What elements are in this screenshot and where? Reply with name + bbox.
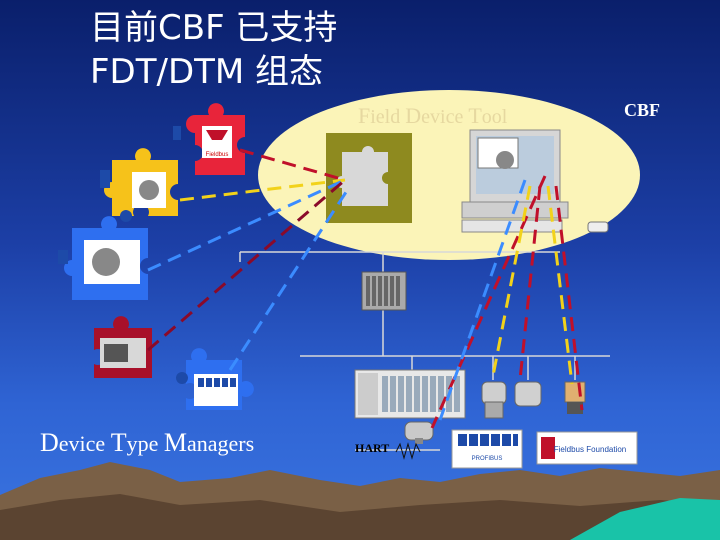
dtm-puzzle-yellow (100, 148, 178, 222)
hart-signal-icon (395, 442, 421, 460)
transmitter-2 (481, 381, 507, 419)
network-bus (239, 251, 610, 451)
dcs-controller (361, 271, 407, 311)
title-line-1: 目前CBF 已支持 (90, 8, 338, 48)
fdt-frame-puzzle (326, 133, 412, 223)
profibus-badge-text: PROFIBUS (472, 456, 503, 462)
device-type-managers-label: Device Type Managers (40, 428, 255, 457)
fieldbus-foundation-badge-text: Fieldbus Foundation (554, 445, 627, 454)
profibus-badge: PROFIBUS (451, 429, 523, 469)
transmitter-1 (404, 421, 434, 444)
transmitter-3 (514, 381, 542, 407)
plc-rack (354, 369, 466, 419)
dtm-puzzle-fieldbus: Fieldbus (173, 103, 245, 175)
cbf-label: CBF (624, 100, 660, 120)
dtm-puzzle-profibus (176, 348, 254, 410)
mountain-scenery (0, 462, 720, 540)
pc-workstation (461, 129, 609, 233)
field-device-tool-label: Field Device Tool (358, 103, 508, 128)
title-line-2: FDT/DTM 组态 (90, 52, 324, 92)
fieldbus-foundation-badge: Fieldbus Foundation (536, 431, 638, 465)
dtm-puzzle-hart (94, 316, 152, 378)
dtm-puzzle-blue (58, 216, 148, 300)
page-title: 目前CBF 已支持 FDT/DTM 组态 (90, 6, 337, 94)
fieldbus-badge-text: Fieldbus (206, 152, 229, 158)
dtm-connections (147, 148, 352, 371)
device-connections (430, 175, 584, 429)
hart-label: HART (355, 441, 390, 455)
